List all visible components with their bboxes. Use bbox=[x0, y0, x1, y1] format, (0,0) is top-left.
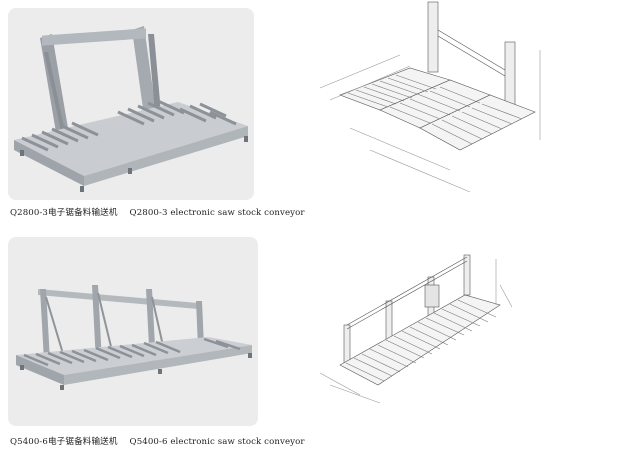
caption-chinese: Q2800-3电子锯备料输送机 bbox=[10, 208, 118, 218]
conveyor-isometric-drawing bbox=[319, 254, 513, 404]
caption-english: Q2800-3 electronic saw stock conveyor bbox=[129, 208, 305, 218]
caption-chinese: Q5400-6电子锯备料输送机 bbox=[10, 437, 118, 447]
technical-drawing-q2800-3 bbox=[300, 0, 555, 200]
conveyor-photo-render bbox=[16, 285, 252, 390]
conveyor-isometric-drawing bbox=[319, 1, 541, 193]
product-photo-q5400-6 bbox=[8, 237, 258, 426]
technical-drawing-q5400-6 bbox=[300, 245, 515, 405]
product-caption-q2800-3: Q2800-3电子锯备料输送机 Q2800-3 electronic saw st… bbox=[10, 206, 305, 218]
product-photo-q2800-3 bbox=[8, 8, 254, 200]
caption-english: Q5400-6 electronic saw stock conveyor bbox=[129, 437, 305, 447]
conveyor-photo-render bbox=[14, 26, 248, 192]
product-caption-q5400-6: Q5400-6电子锯备料输送机 Q5400-6 electronic saw st… bbox=[10, 435, 305, 447]
